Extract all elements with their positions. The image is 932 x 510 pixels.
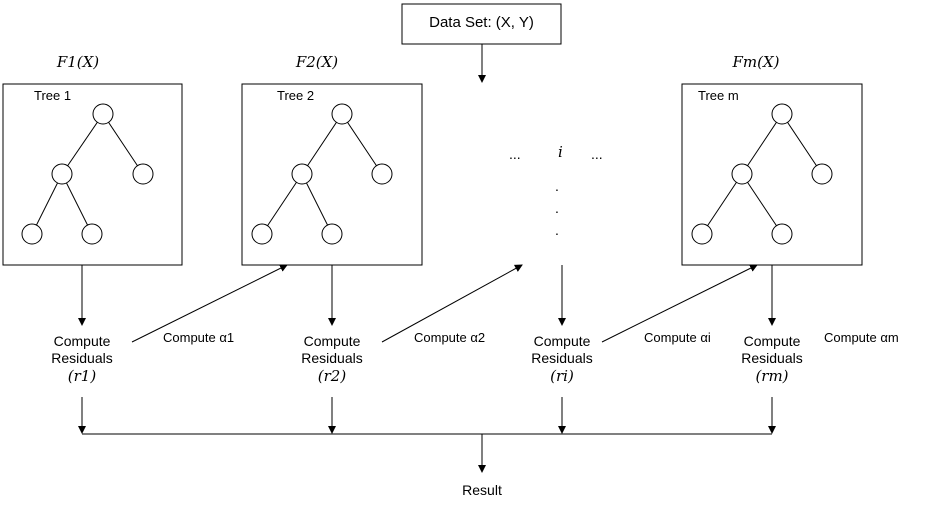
vertical-dot-2: . [555, 200, 559, 216]
tree-node [251, 223, 273, 245]
tree-node [771, 223, 793, 245]
tree-node [291, 163, 313, 185]
alpha-i-label: Compute αi [644, 330, 711, 345]
tree-node [92, 103, 114, 125]
alpha-m-label: Compute αm [824, 330, 899, 345]
tree-node [21, 223, 43, 245]
residual-2-line2: Residuals [301, 349, 363, 366]
iteration-i-label: i [558, 143, 563, 161]
tree-1-box [2, 83, 183, 266]
residual-m-var: (rm) [755, 366, 789, 385]
tree-node [331, 103, 353, 125]
result-label: Result [462, 482, 502, 498]
ellipsis-left: ... [509, 146, 521, 162]
alpha-1-label: Compute α1 [163, 330, 235, 345]
tree-node [132, 163, 154, 185]
tree-node [81, 223, 103, 245]
tree-m-label: Tree m [698, 88, 739, 103]
tree-node [371, 163, 393, 185]
residual-1-var: (r1) [67, 366, 97, 385]
vertical-dot-1: . [555, 178, 559, 194]
tree-node [731, 163, 753, 185]
residual-2-line1: Compute [303, 333, 361, 349]
residual-block-1: Compute Residuals (r1) [32, 333, 132, 385]
tree-node [51, 163, 73, 185]
tree-2-function-label: F2(X) [295, 53, 339, 71]
vertical-dot-3: . [555, 222, 559, 238]
alpha-2-label: Compute α2 [414, 330, 486, 345]
tree-2-graph [251, 103, 393, 245]
residual-i-var: (ri) [550, 366, 574, 385]
residual-m-line1: Compute [743, 333, 801, 349]
alpha-2-arrow [381, 264, 523, 343]
residual-block-i: Compute Residuals (ri) [512, 333, 612, 385]
ellipsis-right: ... [591, 146, 603, 162]
alpha-1-arrow [131, 264, 288, 343]
alpha-i-arrow [601, 264, 758, 343]
residual-i-line1: Compute [533, 333, 591, 349]
residual-m-line2: Residuals [741, 349, 803, 366]
tree-1-label: Tree 1 [34, 88, 72, 103]
tree-node [691, 223, 713, 245]
residual-2-var: (r2) [317, 366, 347, 385]
tree-node [811, 163, 833, 185]
residual-block-m: Compute Residuals (rm) [722, 333, 822, 385]
tree-node [321, 223, 343, 245]
residual-i-line2: Residuals [531, 349, 593, 366]
tree-m-function-label: Fm(X) [732, 53, 780, 71]
residual-1-line2: Residuals [51, 349, 113, 366]
tree-node [771, 103, 793, 125]
tree-m-graph [691, 103, 833, 245]
tree-2-label: Tree 2 [277, 88, 315, 103]
dataset-label: Data Set: (X, Y) [429, 14, 534, 31]
residual-1-line1: Compute [53, 333, 111, 349]
tree-1-function-label: F1(X) [56, 53, 100, 71]
tree-1-graph [21, 103, 154, 245]
residual-block-2: Compute Residuals (r2) [282, 333, 382, 385]
